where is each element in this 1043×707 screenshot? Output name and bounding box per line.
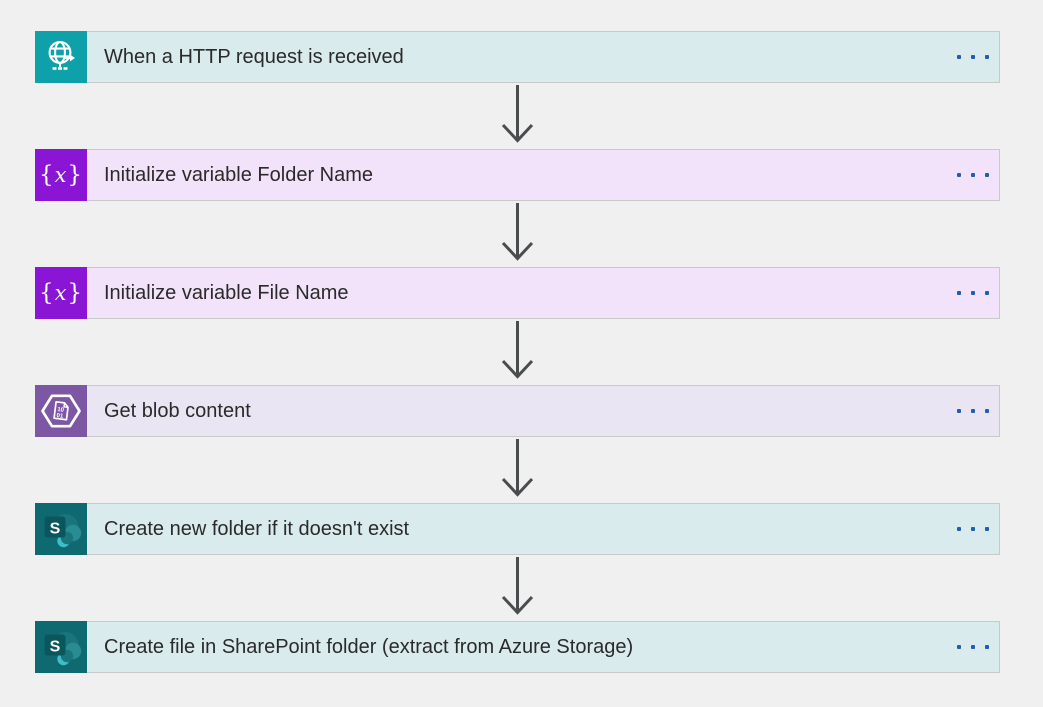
flow-step-http-request[interactable]: When a HTTP request is received [35, 31, 1000, 83]
step-menu-button[interactable] [949, 631, 997, 663]
ellipsis-more-icon [957, 173, 961, 177]
variable-icon: {x} [35, 267, 87, 319]
step-title: Initialize variable Folder Name [104, 163, 374, 186]
step-title: Initialize variable File Name [104, 281, 349, 304]
svg-text:01: 01 [56, 413, 64, 420]
svg-text:10: 10 [57, 407, 65, 414]
step-menu-button[interactable] [949, 395, 997, 427]
flow-step-create-folder[interactable]: S Create new folder if it doesn't exist [35, 503, 1000, 555]
step-title: Get blob content [104, 399, 251, 422]
svg-text:S: S [50, 521, 61, 538]
variable-icon: {x} [35, 149, 87, 201]
sharepoint-icon: S [35, 503, 87, 555]
flow-step-create-file[interactable]: S Create file in SharePoint folder (extr… [35, 621, 1000, 673]
flow-step-init-variable-folder[interactable]: {x} Initialize variable Folder Name [35, 149, 1000, 201]
flow-connector-arrow [501, 85, 534, 143]
ellipsis-more-icon [957, 527, 961, 531]
ellipsis-more-icon [957, 409, 961, 413]
step-menu-button[interactable] [949, 277, 997, 309]
http-request-globe-icon [35, 31, 87, 83]
step-title: Create file in SharePoint folder (extrac… [104, 635, 634, 658]
step-title: Create new folder if it doesn't exist [104, 517, 410, 540]
azure-blob-storage-icon: 10 01 [35, 385, 87, 437]
flow-step-init-variable-file[interactable]: {x} Initialize variable File Name [35, 267, 1000, 319]
step-menu-button[interactable] [949, 41, 997, 73]
ellipsis-more-icon [957, 291, 961, 295]
ellipsis-more-icon [957, 645, 961, 649]
flow-connector-arrow [501, 203, 534, 261]
step-menu-button[interactable] [949, 513, 997, 545]
flow-connector-arrow [501, 439, 534, 497]
svg-text:S: S [50, 639, 61, 656]
flow-step-get-blob-content[interactable]: 10 01 Get blob content [35, 385, 1000, 437]
sharepoint-icon: S [35, 621, 87, 673]
flow-connector-arrow [501, 321, 534, 379]
flow-connector-arrow [501, 557, 534, 615]
step-menu-button[interactable] [949, 159, 997, 191]
ellipsis-more-icon [957, 55, 961, 59]
step-title: When a HTTP request is received [104, 45, 404, 68]
